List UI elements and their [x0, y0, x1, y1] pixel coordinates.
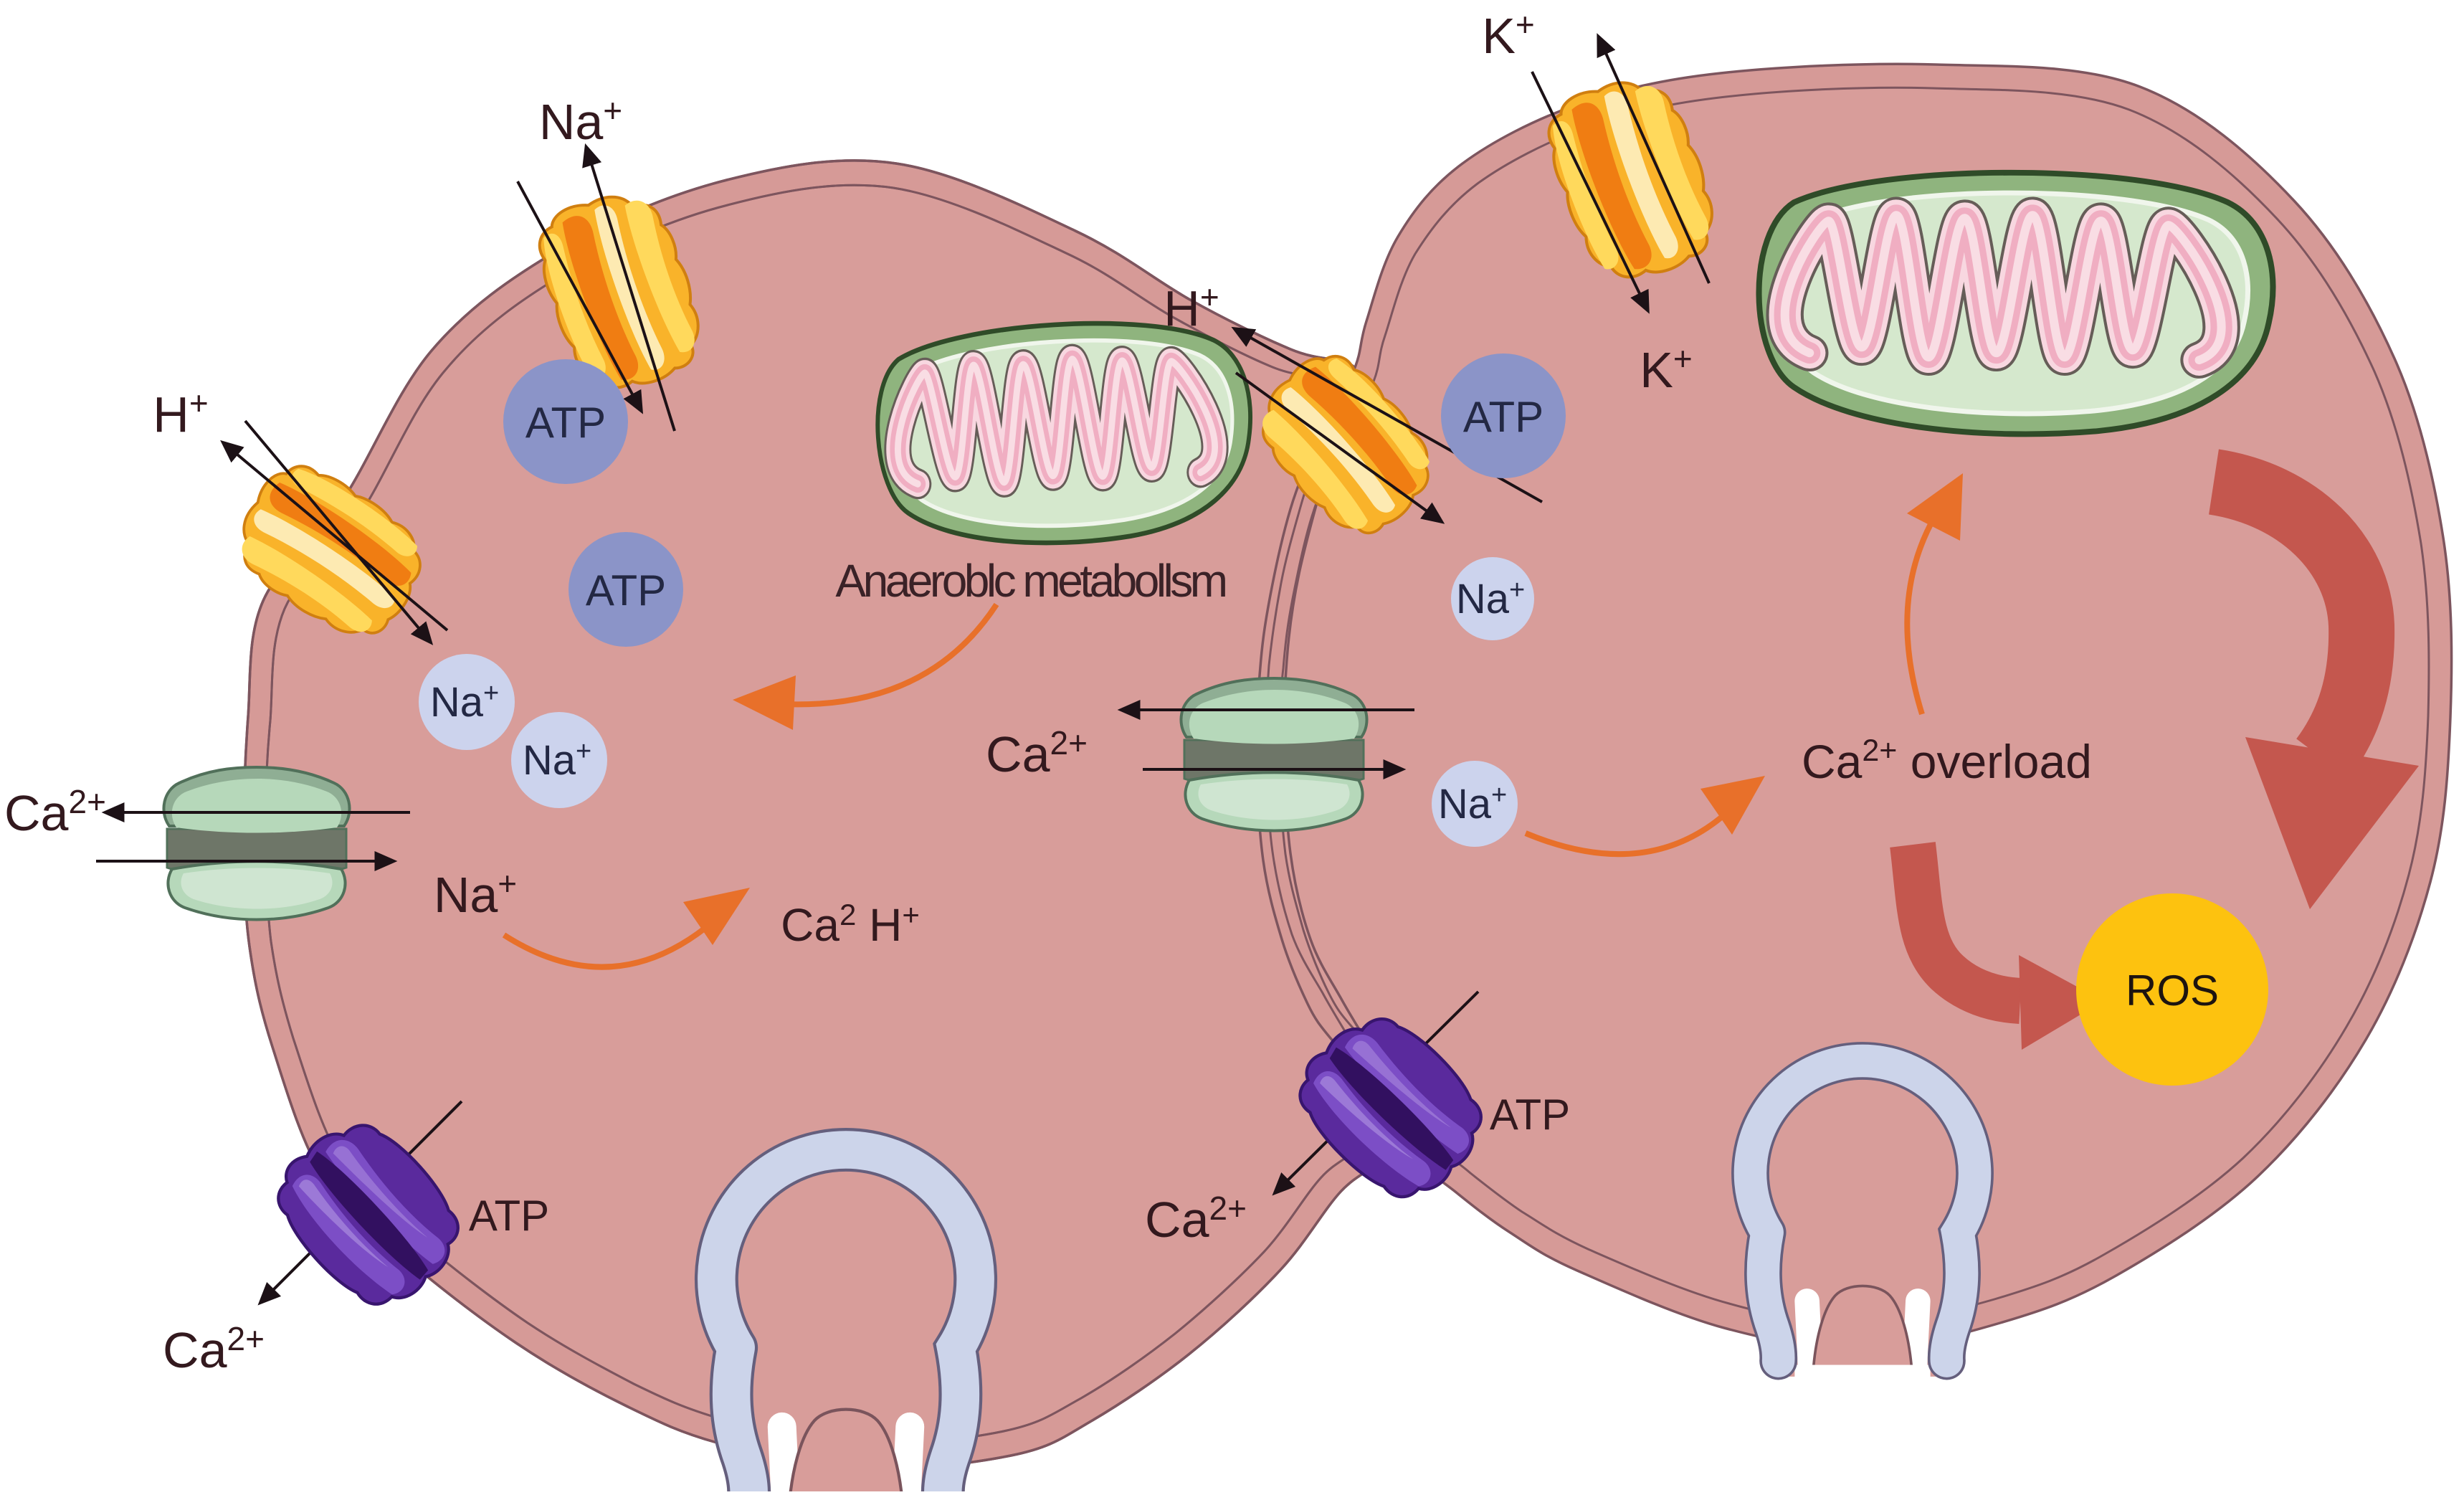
svg-text:H+: H+: [1164, 278, 1219, 336]
svg-text:Anaeroblc metabollsm: Anaeroblc metabollsm: [835, 555, 1225, 607]
svg-text:ROS: ROS: [2126, 967, 2219, 1015]
svg-text:Na+: Na+: [1438, 780, 1507, 827]
svg-text:ATP: ATP: [469, 1192, 549, 1240]
svg-text:Ca2+: Ca2+: [163, 1320, 265, 1378]
svg-text:ATP: ATP: [525, 399, 606, 447]
svg-text:Ca2+ overload: Ca2+ overload: [1802, 734, 2092, 788]
svg-text:ATP: ATP: [586, 566, 666, 614]
svg-text:K+: K+: [1482, 6, 1535, 64]
svg-text:Na+: Na+: [434, 865, 517, 923]
svg-text:Na+: Na+: [539, 92, 622, 150]
svg-text:Ca2+: Ca2+: [4, 783, 106, 841]
svg-text:ATP: ATP: [1463, 393, 1543, 441]
svg-text:H+: H+: [153, 384, 208, 442]
svg-text:ATP: ATP: [1490, 1091, 1570, 1139]
